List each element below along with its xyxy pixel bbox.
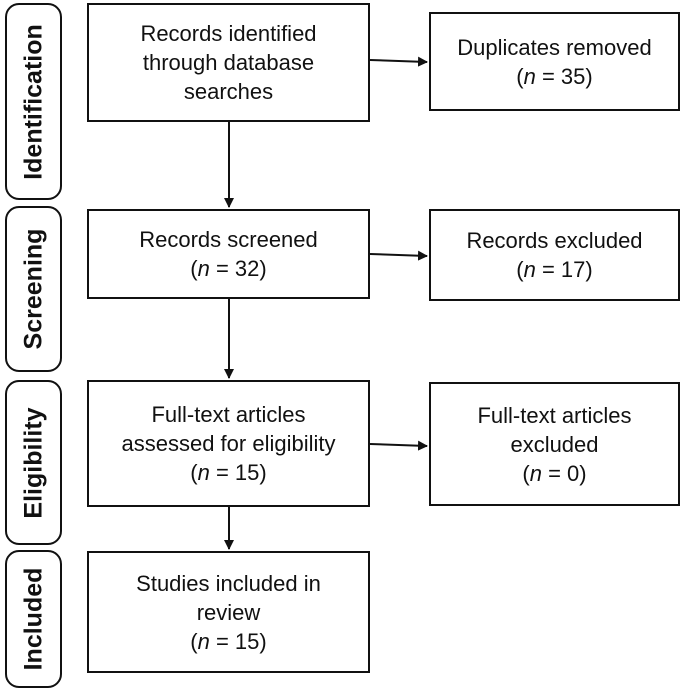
fulltext-excluded-box: Full-text articles excluded (n = 0) (429, 382, 680, 506)
count-line: (n = 15) (190, 460, 267, 485)
n-symbol: n (529, 460, 542, 486)
box-text-line: Records excluded (466, 228, 643, 253)
box-text-line: Studies included in (136, 570, 321, 596)
count-line: (n = 0) (522, 460, 587, 486)
fulltext-assessed-box: Full-text articles assessed for eligibil… (87, 380, 370, 507)
box-text-line: Records screened (139, 227, 318, 252)
records-identified-box: Records identified through database sear… (87, 3, 370, 122)
box-text-line: assessed for eligibility (121, 431, 336, 456)
count-value: = 15 (215, 628, 260, 654)
count-line: (n = 17) (516, 257, 593, 282)
phase-eligibility: Eligibility (5, 380, 62, 545)
arrow-screened-to-excluded (369, 250, 428, 261)
count-value: = 17) (541, 257, 593, 282)
n-symbol: n (197, 256, 210, 281)
count-value: = 32 (215, 256, 260, 281)
phase-identification-label: Identification (19, 23, 47, 180)
arrow-identified-to-duplicates (369, 56, 428, 67)
records-screened-box: Records screened (n = 32) (87, 209, 370, 299)
count-value: = 0) (548, 460, 587, 486)
phase-eligibility-label: Eligibility (19, 406, 47, 519)
box-text-line: Full-text articles (151, 402, 306, 427)
phase-included: Included (5, 550, 62, 688)
box-text-line: Duplicates removed (457, 34, 652, 60)
duplicates-removed-box: Duplicates removed (n = 35) (429, 12, 680, 111)
n-symbol: n (523, 257, 536, 282)
n-symbol: n (197, 628, 210, 654)
records-excluded-box: Records excluded (n = 17) (429, 209, 680, 301)
phase-screening-label: Screening (19, 228, 47, 350)
phase-identification: Identification (5, 3, 62, 200)
box-text-line: through database (142, 50, 315, 75)
count-value: = 15 (215, 460, 260, 485)
box-text-line: review (196, 599, 261, 625)
box-text-line: searches (183, 79, 274, 104)
count-value: = 35) (541, 63, 593, 89)
box-text-line: Records identified (140, 21, 317, 46)
arrow-fulltext-to-fulltext-excluded (369, 440, 428, 451)
n-symbol: n (523, 63, 536, 89)
count-line: (n = 15) (190, 628, 267, 654)
phase-screening: Screening (5, 206, 62, 372)
count-line: (n = 35) (516, 63, 593, 89)
box-text-line: Full-text articles (477, 402, 632, 428)
studies-included-box: Studies included in review (n = 15) (87, 551, 370, 673)
n-symbol: n (197, 460, 210, 485)
box-text-line: excluded (510, 431, 599, 457)
count-line: (n = 32) (190, 256, 267, 281)
phase-included-label: Included (19, 567, 47, 671)
